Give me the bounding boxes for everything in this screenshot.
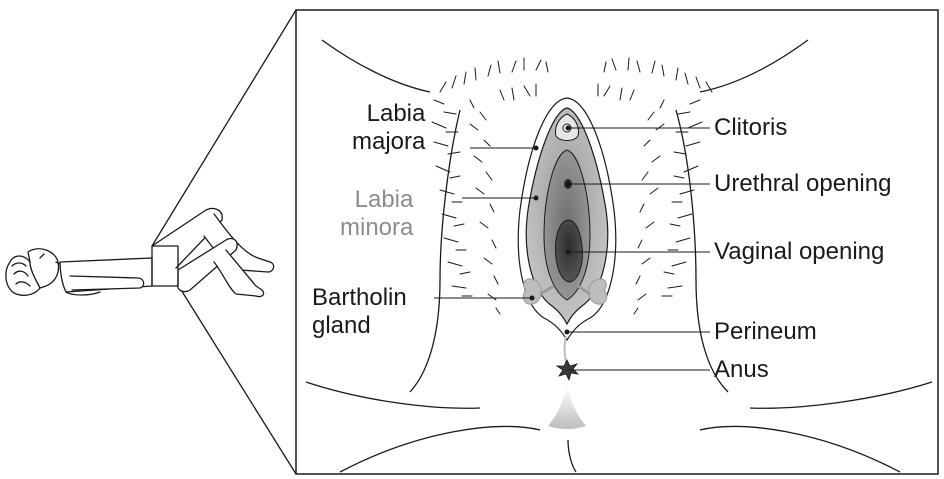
label-bartholin-line1: Bartholin — [312, 284, 407, 312]
label-anus: Anus — [714, 356, 769, 384]
label-bartholin-gland: Bartholin gland — [312, 284, 407, 340]
label-labia-minora: Labia minora — [340, 186, 413, 242]
reclining-figure — [6, 208, 274, 296]
label-perineum: Perineum — [714, 318, 817, 346]
label-labia-majora: Labia majora — [352, 100, 425, 156]
label-labia-minora-line2: minora — [340, 214, 413, 242]
label-urethral-opening: Urethral opening — [714, 170, 891, 198]
label-clitoris: Clitoris — [714, 114, 787, 142]
figure-arm — [70, 276, 144, 290]
label-labia-minora-line1: Labia — [340, 186, 413, 214]
label-bartholin-line2: gland — [312, 312, 407, 340]
label-vaginal-opening: Vaginal opening — [714, 238, 884, 266]
label-labia-majora-line1: Labia — [352, 100, 425, 128]
label-labia-majora-line2: majora — [352, 128, 425, 156]
